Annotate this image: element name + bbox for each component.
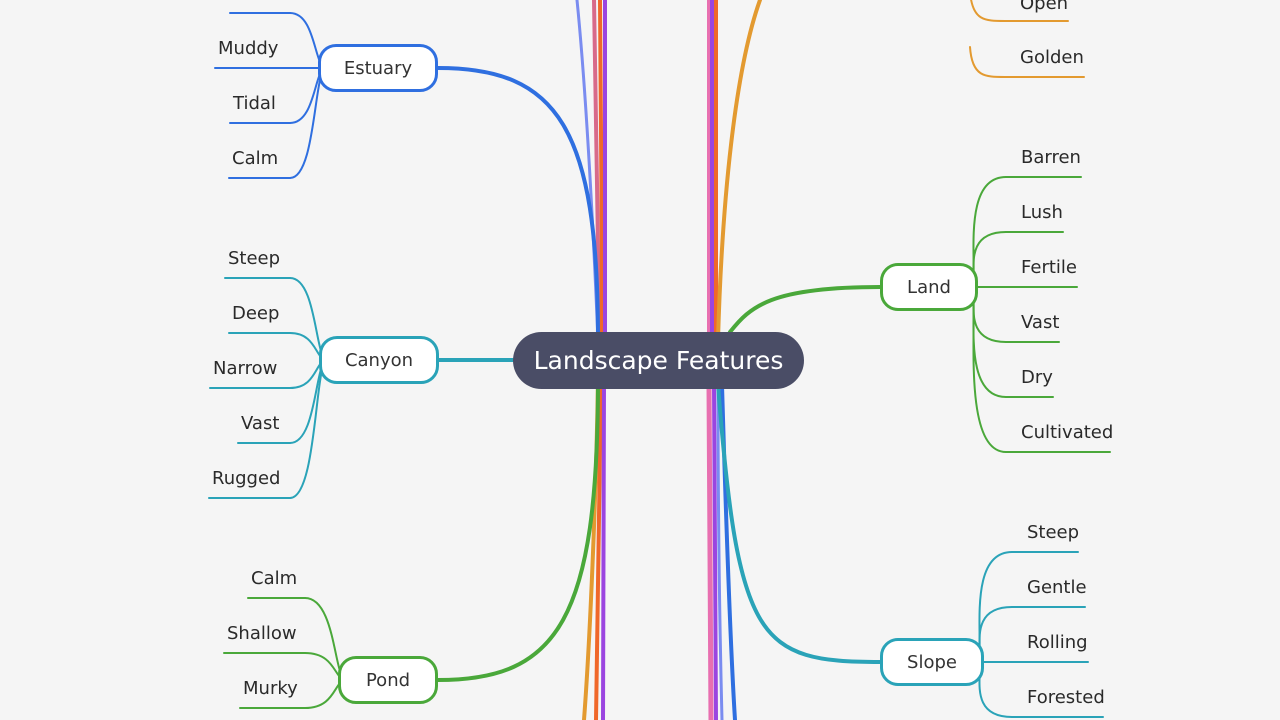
leaf-node-land-barren[interactable]: Barren [1021,147,1081,168]
branch-node-slope[interactable]: Slope [880,638,984,686]
leaf-connector [970,0,1006,22]
branch-connector-estuary [436,66,600,342]
leaf-node-land-vast[interactable]: Vast [1021,312,1060,333]
branch-node-canyon[interactable]: Canyon [319,336,439,384]
leaf-node-land-fertile[interactable]: Fertile [1021,257,1077,278]
leaf-node-land-dry[interactable]: Dry [1021,367,1053,388]
off-screen-branch-connector [716,0,762,342]
leaf-connector [969,286,1007,453]
leaf-node-canyon-steep[interactable]: Steep [228,248,281,269]
leaf-node-land-cultivated[interactable]: Cultivated [1021,422,1114,443]
off-screen-branch-connector [716,383,724,720]
leaf-node-slope-gentle[interactable]: Gentle [1027,577,1087,598]
off-screen-branch-connector [712,383,718,720]
leaf-node-canyon-deep[interactable]: Deep [232,303,280,324]
leaf-node-land-lush[interactable]: Lush [1021,202,1063,223]
leaf-node-pond-shallow[interactable]: Shallow [227,623,297,644]
leaf-node-slope-forested[interactable]: Forested [1027,687,1105,708]
off-screen-branch-connector [594,378,603,720]
branch-connector-pond [436,378,600,682]
leaf-node-slope-steep[interactable]: Steep [1027,522,1080,543]
leaf-node-pond-murky[interactable]: Murky [243,678,298,699]
leaf-node-estuary-muddy[interactable]: Muddy [218,38,279,59]
off-screen-branch-connector [601,378,606,720]
leaf-node-top-right-golden[interactable]: Golden [1020,47,1084,68]
branch-connector-land [728,285,882,334]
branch-node-pond[interactable]: Pond [338,656,438,704]
leaf-node-pond-calm[interactable]: Calm [251,568,298,589]
leaf-connector [969,46,1006,78]
leaf-node-top-right-open[interactable]: Open [1020,0,1069,14]
root-topic-node[interactable]: Landscape Features [513,332,804,389]
leaf-node-estuary-tidal[interactable]: Tidal [233,93,276,114]
off-screen-branch-connector [706,382,714,720]
branch-node-estuary[interactable]: Estuary [318,44,438,92]
off-screen-branch-connector [598,0,604,347]
leaf-node-canyon-rugged[interactable]: Rugged [212,468,281,489]
branch-node-land[interactable]: Land [880,263,978,311]
branch-connector-slope [716,383,882,664]
leaf-node-canyon-vast[interactable]: Vast [241,413,280,434]
leaf-node-slope-rolling[interactable]: Rolling [1027,632,1088,653]
leaf-node-canyon-narrow[interactable]: Narrow [213,358,278,379]
leaf-node-estuary-calm[interactable]: Calm [232,148,279,169]
